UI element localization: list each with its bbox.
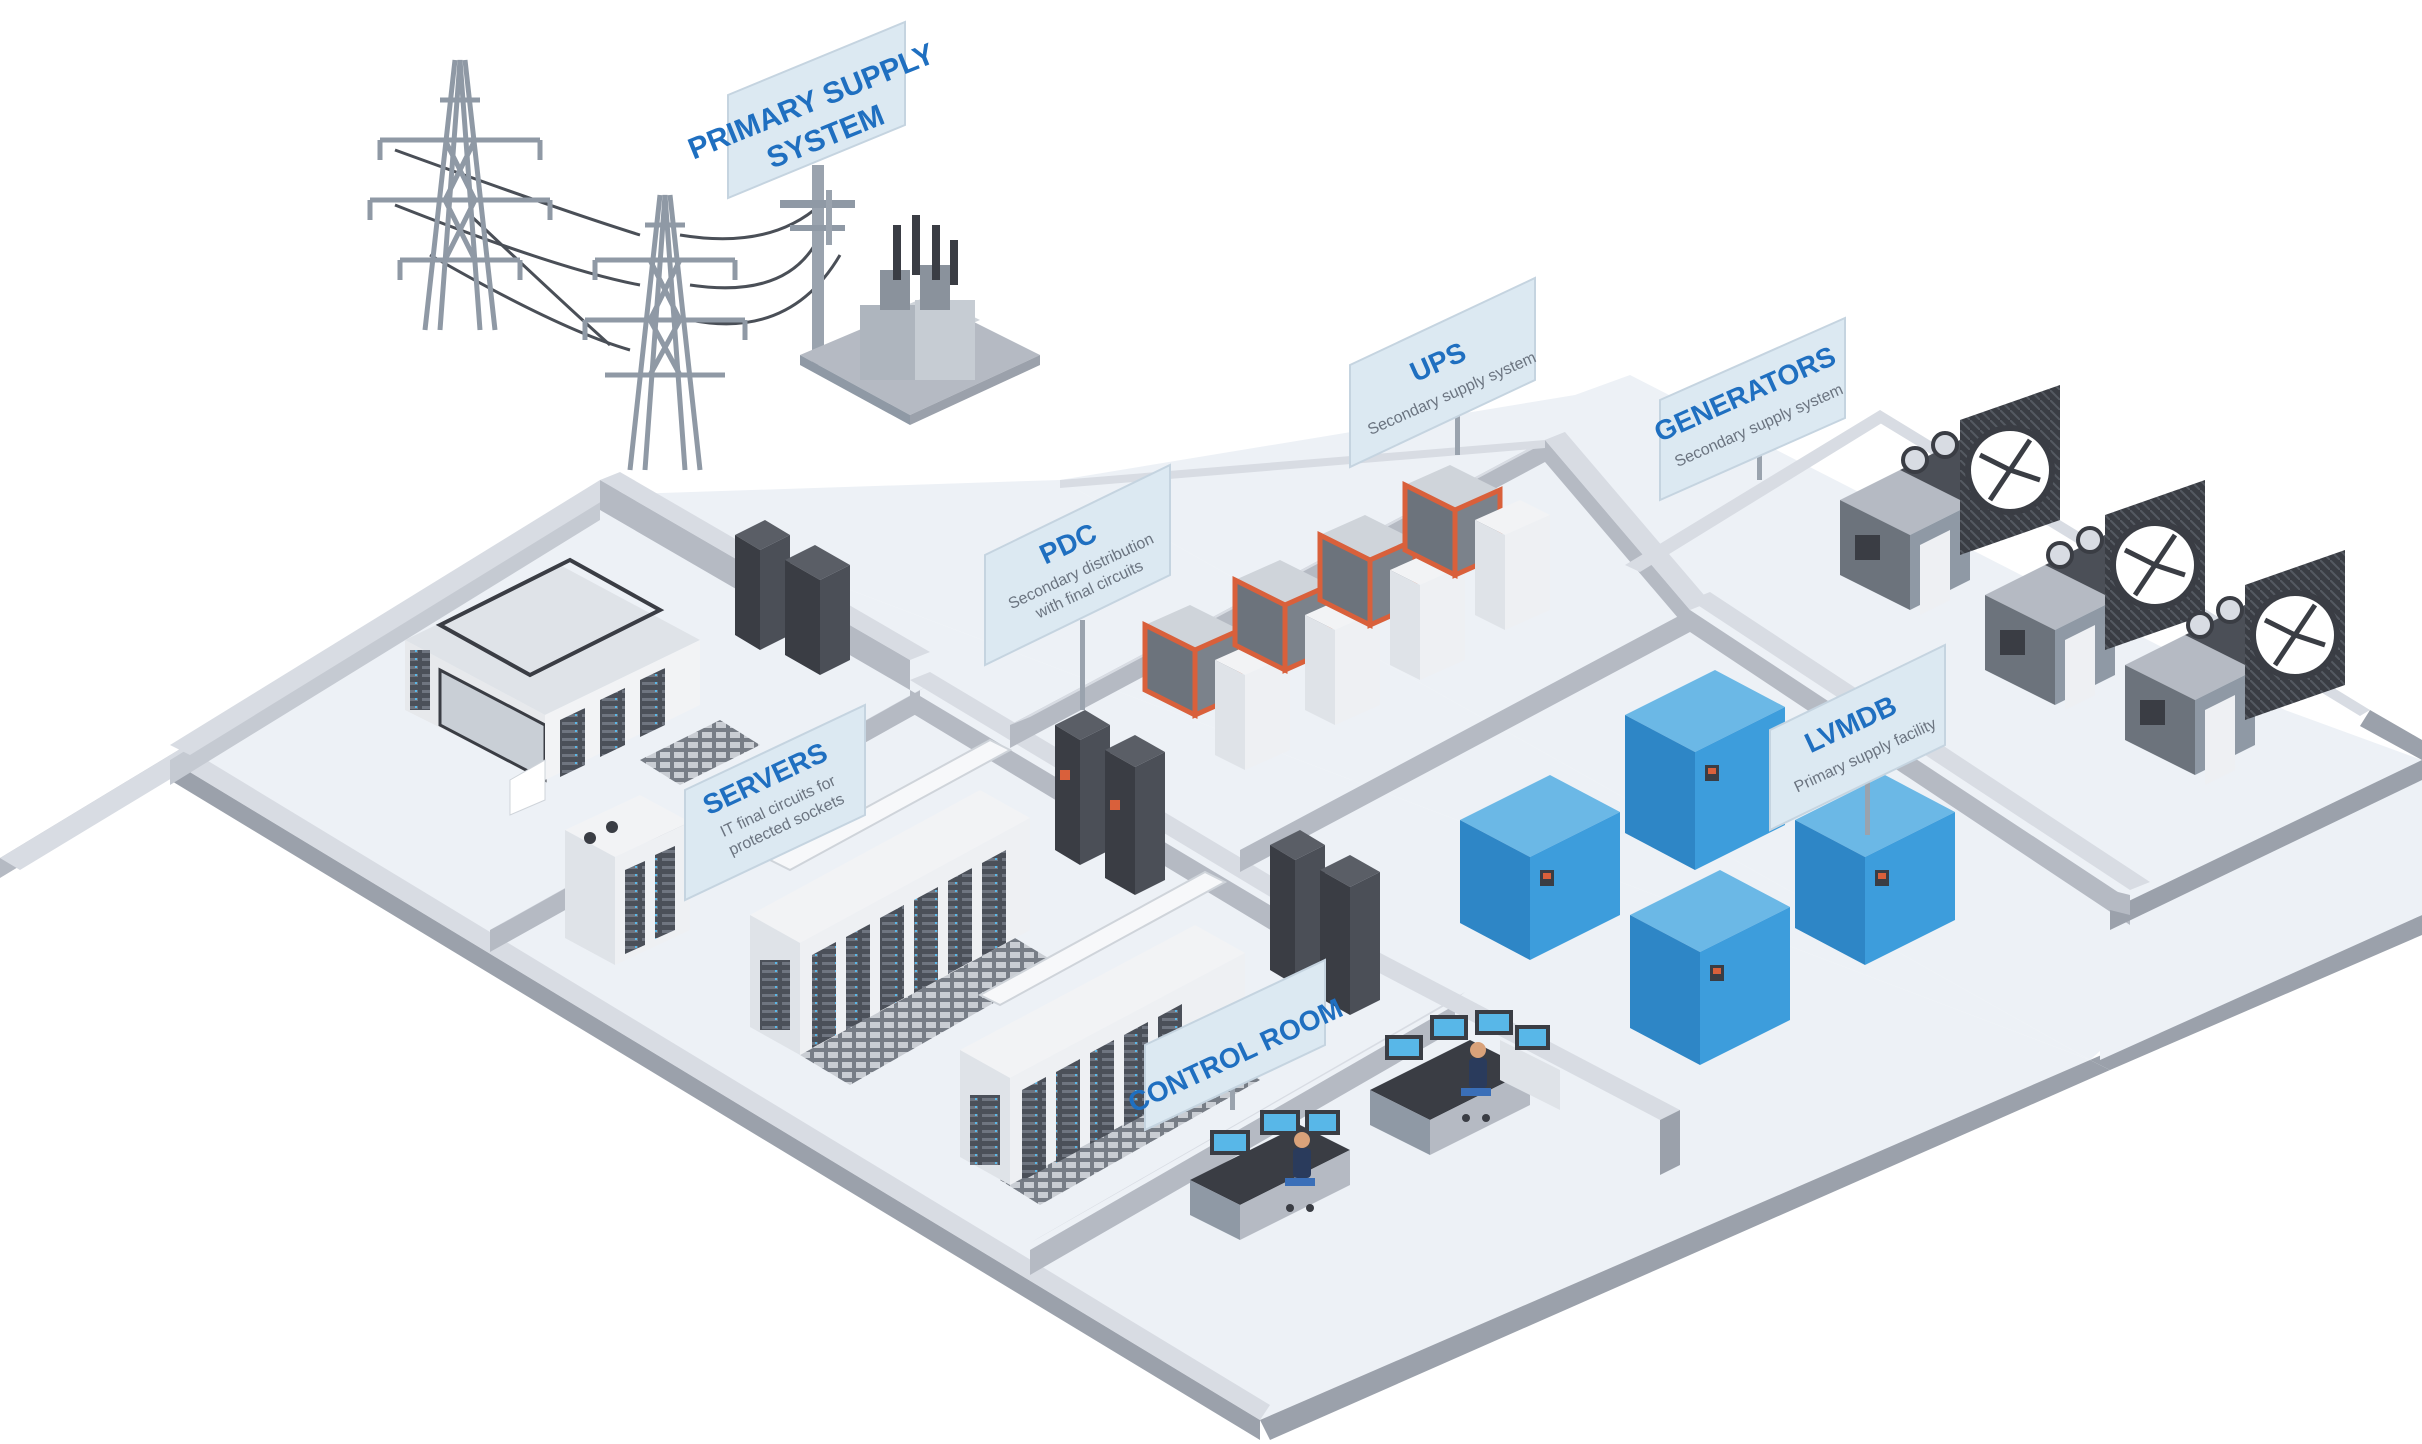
pdc-cabinet bbox=[1270, 830, 1380, 1015]
utility-pole bbox=[780, 165, 855, 365]
power-lines bbox=[394, 148, 842, 352]
pdc-cabinet bbox=[1055, 710, 1165, 895]
lv-switchboard bbox=[1460, 775, 1620, 960]
server-row bbox=[750, 790, 1030, 1055]
lv-switchboard bbox=[1795, 775, 1955, 965]
control-desk bbox=[1370, 1010, 1560, 1155]
floor-slab bbox=[0, 375, 2422, 1440]
cable-tray bbox=[767, 738, 1228, 1007]
generator bbox=[1840, 385, 2060, 615]
crac-unit bbox=[735, 520, 850, 675]
lv-switchboard bbox=[1625, 670, 1785, 870]
transformer-icon bbox=[800, 215, 1040, 425]
sign-pdc: PDC Secondary distribution with final ci… bbox=[984, 463, 1171, 710]
generator bbox=[1985, 480, 2205, 710]
server-row bbox=[960, 925, 1245, 1185]
transmission-tower-icon bbox=[367, 59, 553, 331]
operator-icon bbox=[1285, 1132, 1315, 1212]
control-desk bbox=[1190, 1110, 1350, 1240]
server-rack bbox=[565, 795, 690, 965]
operator-icon bbox=[1461, 1042, 1491, 1122]
lv-switchboard bbox=[1630, 870, 1790, 1065]
sign-lvmdb: LVMDB Primary supply facility bbox=[1769, 643, 1946, 835]
generator bbox=[2125, 550, 2345, 785]
transmission-tower-icon bbox=[582, 194, 748, 471]
ups-battery-racks bbox=[1142, 465, 1550, 770]
cold-aisle-enclosure bbox=[405, 557, 700, 816]
